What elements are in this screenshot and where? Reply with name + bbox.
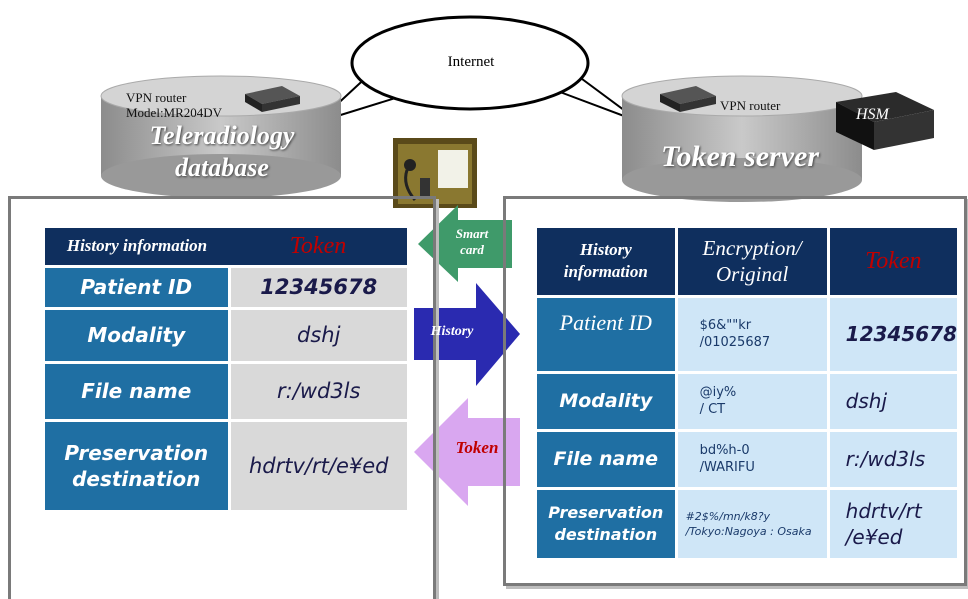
hsm-label: HSM — [856, 106, 889, 123]
row-encryption: #2$%/mn/k8?y /Tokyo:Nagoya : Osaka — [674, 486, 829, 558]
row-token-value: r:/wd3ls — [227, 360, 407, 420]
row-key: Preservation destination — [45, 418, 229, 510]
row-token-value: 12345678 — [227, 264, 407, 308]
history-arrow — [414, 283, 520, 386]
table-row: Modality @iy% / CT dshj — [537, 370, 957, 430]
history-token-table-right: History information Encryption/ Original… — [537, 228, 957, 558]
row-key: Modality — [537, 370, 677, 430]
row-encryption: @iy% / CT — [674, 370, 829, 430]
token-server-cylinder — [621, 75, 863, 202]
row-key: File name — [45, 360, 229, 420]
table-row: File name bd%h-0 /WARIFU r:/wd3ls — [537, 428, 957, 488]
token-arrow — [414, 398, 520, 506]
row-key: File name — [537, 428, 677, 488]
table-row: Patient ID 12345678 — [45, 264, 407, 308]
right-header-token: Token — [826, 228, 957, 296]
table-row: File name r:/wd3ls — [45, 360, 407, 420]
row-key: Patient ID — [45, 264, 229, 308]
table-row: Preservation destination #2$%/mn/k8?y /T… — [537, 486, 957, 558]
row-token-value: 12345678 — [826, 294, 957, 372]
vpn-router-right-icon — [660, 86, 716, 112]
token-label: Token — [455, 438, 499, 457]
history-token-table-left: History information Token Patient ID 123… — [45, 228, 407, 510]
right-site-frame — [503, 196, 967, 586]
smart-card-arrow — [418, 205, 512, 282]
row-token-value: hdrtv/rt /e¥ed — [826, 486, 957, 558]
row-token-value: hdrtv/rt/e¥ed — [227, 418, 407, 510]
right-header-key: History information — [537, 228, 677, 296]
row-token-value: dshj — [826, 370, 957, 430]
left-site-frame — [8, 196, 436, 599]
vpn-router-left-label: VPN router Model:MR204DV — [126, 90, 223, 120]
smart-card-label: Smart card — [455, 226, 489, 257]
row-encryption: $6&""kr /01025687 — [674, 294, 829, 372]
table-row: Preservation destination hdrtv/rt/e¥ed — [45, 418, 407, 510]
history-label: History — [430, 324, 474, 339]
row-token-value: r:/wd3ls — [826, 428, 957, 488]
right-header-encryption: Encryption/ Original — [674, 228, 829, 296]
table-row: Patient ID $6&""kr /01025687 12345678 — [537, 294, 957, 372]
row-key: Patient ID — [537, 294, 677, 372]
row-token-value: dshj — [227, 306, 407, 362]
left-header-key: History information — [45, 228, 229, 266]
teleradiology-database-title: Teleradiology database — [149, 121, 295, 182]
hsm-device-icon — [836, 92, 934, 150]
left-header-token: Token — [229, 228, 407, 266]
vpn-router-left-icon — [245, 86, 300, 112]
token-server-title: Token server — [660, 140, 820, 173]
internet-label: Internet — [447, 54, 495, 70]
table-row: Modality dshj — [45, 306, 407, 362]
row-key: Preservation destination — [537, 486, 677, 558]
vpn-router-right-label: VPN router — [720, 98, 781, 113]
row-key: Modality — [45, 306, 229, 362]
row-encryption: bd%h-0 /WARIFU — [674, 428, 829, 488]
